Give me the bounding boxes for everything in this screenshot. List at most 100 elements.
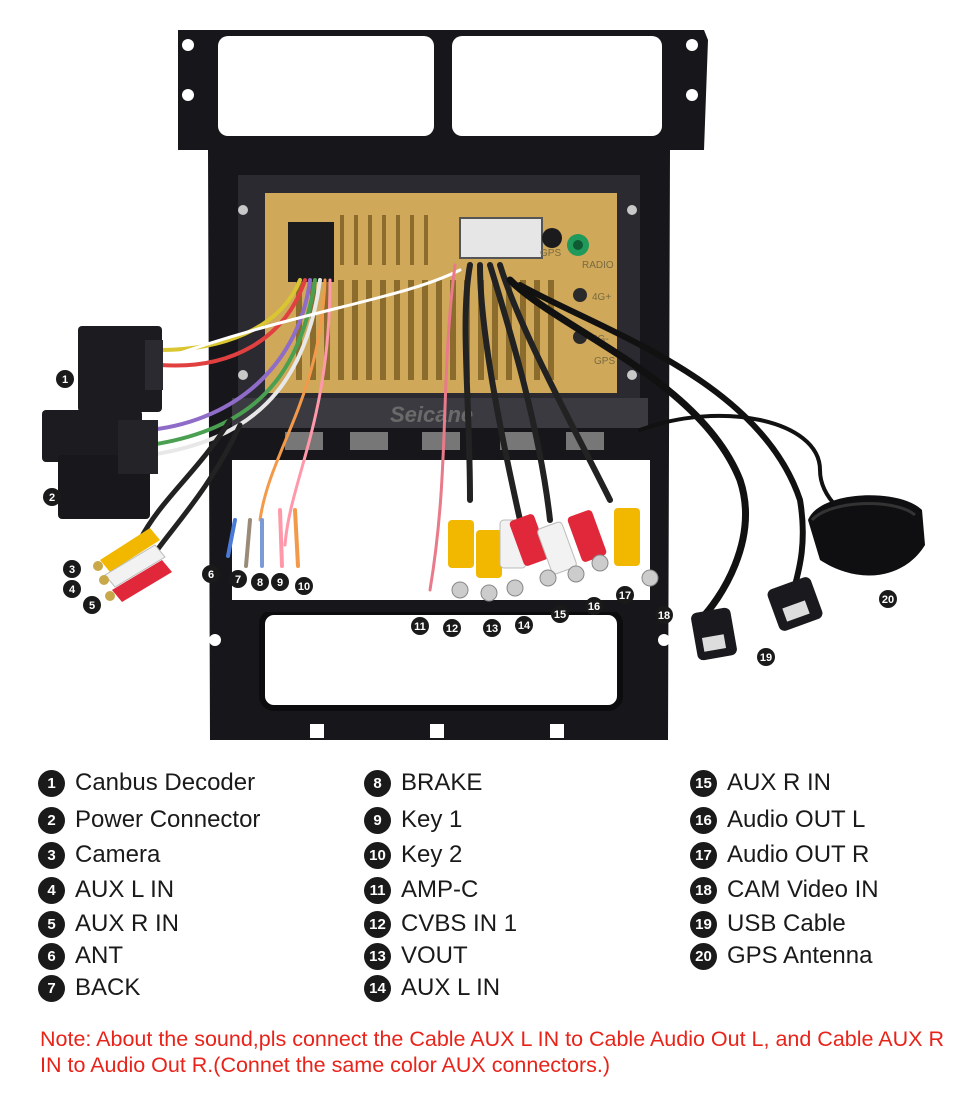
callout-number: 13 [486,623,498,635]
legend-label: VOUT [401,942,468,969]
callout-number: 15 [554,609,566,621]
legend-label: AUX R IN [75,910,180,937]
legend-item: 2 Power Connector [38,805,260,835]
callout-circle [483,619,501,637]
legend-number-badge: 7 [38,974,65,1002]
legend-label: CVBS IN 1 [401,910,518,937]
legend-number-badge: 11 [364,876,391,904]
port-4g-plus-label: 4G+ [592,292,611,303]
legend-number-badge: 6 [38,942,65,970]
legend-label: AMP-C [401,876,479,903]
head-unit-chassis: RADIO GPS 4G+ 4G- GPS Seicane [232,175,648,450]
legend-number-badge: 14 [364,974,391,1002]
legend-label: GPS Antenna [727,942,873,969]
wiring-diagram: RADIO GPS 4G+ 4G- GPS Seicane [42,30,925,740]
legend-item: 8 BRAKE [364,768,482,798]
callout-number: 5 [89,600,95,612]
legend-number-badge: 8 [364,769,391,797]
legend-item: 19 USB Cable [690,909,846,939]
canbus-decoder-box [78,326,163,412]
legend-item: 14 AUX L IN [364,973,500,1003]
legend-number-badge: 18 [690,876,717,904]
callout-circle [551,605,569,623]
callout-circle [63,560,81,578]
callout-circle [655,606,673,624]
gps-antenna-puck [808,495,925,576]
sound-connection-note: Note: About the sound,pls connect the Ca… [40,1027,944,1077]
callout-circle [83,596,101,614]
callout-number: 6 [208,569,214,581]
callout-number: 16 [588,601,600,613]
callout-circle [229,570,247,588]
legend-label: USB Cable [727,910,846,937]
callout-number: 20 [882,594,894,606]
legend-label: CAM Video IN [727,876,879,903]
legend-label: ANT [75,942,123,969]
callout-number: 4 [69,584,76,596]
legend-label: Key 1 [401,806,463,833]
legend-number-badge: 4 [38,876,65,904]
legend-number-badge: 10 [364,841,391,869]
usb-cable-connectors [691,577,823,661]
callout-circle [757,648,775,666]
legend-item: 6 ANT [38,941,123,971]
callout-circle [63,580,81,598]
legend-item: 11 AMP-C [364,875,478,905]
callout-number: 8 [257,577,263,589]
gps2-port-label: GPS [594,356,615,367]
legend-item: 18 CAM Video IN [690,875,879,905]
radio-port-label: RADIO [582,260,614,271]
callout-circle [515,616,533,634]
callout-circle [56,370,74,388]
legend-label: Canbus Decoder [75,769,256,796]
callout-number: 10 [298,581,310,593]
callout-number: 7 [235,574,241,586]
callout-circle [879,590,897,608]
callout-circle [251,573,269,591]
callout-circle [616,586,634,604]
callout-circle [295,577,313,595]
legend-label: Power Connector [75,806,261,833]
legend-item: 12 CVBS IN 1 [364,909,517,939]
callout-circle [271,573,289,591]
callout-circle [585,597,603,615]
callout-number: 14 [518,620,531,632]
legend-number-badge: 20 [690,942,717,970]
callout-circle [202,565,220,583]
seicane-watermark: Seicane [390,402,473,427]
legend-number-badge: 19 [690,910,717,938]
callout-circle [411,617,429,635]
legend-number-badge: 5 [38,910,65,938]
callout-number: 19 [760,652,772,664]
callout-circle [43,488,61,506]
legend-number-badge: 9 [364,806,391,834]
legend-number-badge: 2 [38,806,65,834]
legend-label: AUX L IN [401,974,501,1001]
legend-item: 20 GPS Antenna [690,941,872,971]
legend-number-badge: 3 [38,841,65,869]
legend-label: BRAKE [401,769,483,796]
legend-item: 9 Key 1 [364,805,462,835]
callout-number: 11 [414,621,426,633]
callout-number: 3 [69,564,75,576]
callout-number: 1 [62,374,68,386]
legend-number-badge: 12 [364,910,391,938]
callout-number: 17 [619,590,631,602]
callout-number: 18 [658,610,670,622]
legend-label: Audio OUT L [727,806,866,833]
legend-item: 5 AUX R IN [38,909,179,939]
callout-number: 12 [446,623,458,635]
legend-label: Audio OUT R [727,841,870,868]
center-rca-bank [448,508,659,602]
gps-port-label: GPS [540,248,561,259]
legend-label: AUX R IN [727,769,832,796]
